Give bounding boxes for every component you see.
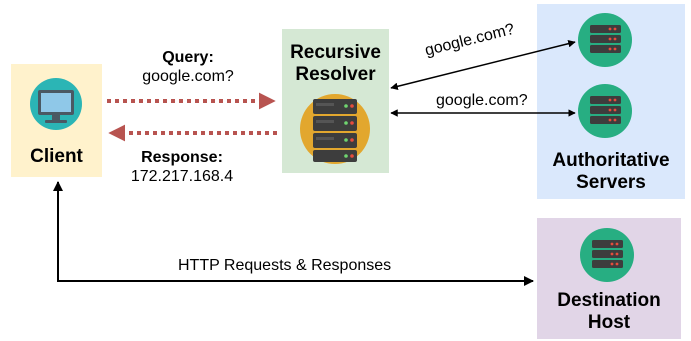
response-label-title: Response: — [141, 149, 223, 166]
server-icon — [580, 228, 634, 282]
query-label: Query: google.com? — [108, 48, 268, 86]
client-label: Client — [30, 146, 83, 167]
http-arrow — [53, 181, 534, 286]
query-label-text: google.com? — [142, 68, 234, 85]
authoritative-label: Authoritative Servers — [537, 150, 685, 194]
monitor-icon — [30, 78, 82, 130]
server-icon — [578, 13, 632, 67]
http-label: HTTP Requests & Responses — [178, 257, 392, 274]
destination-label-line1: Destination — [557, 290, 661, 311]
response-label: Response: 172.217.168.4 — [102, 148, 262, 186]
auth-query-label-2: google.com? — [436, 92, 528, 109]
resolver-label: Recursive Resolver — [282, 42, 389, 86]
authoritative-label-line1: Authoritative — [552, 150, 670, 171]
server-icon — [300, 94, 370, 164]
server-icon — [578, 84, 632, 138]
response-label-text: 172.217.168.4 — [130, 168, 234, 185]
resolver-label-line2: Resolver — [295, 64, 376, 85]
query-label-title: Query: — [162, 49, 214, 66]
destination-label: Destination Host — [537, 290, 681, 334]
resolver-label-line1: Recursive — [290, 42, 381, 63]
destination-label-line2: Host — [587, 312, 631, 333]
authoritative-label-line2: Servers — [576, 172, 646, 193]
auth-arrow-1 — [390, 39, 576, 91]
